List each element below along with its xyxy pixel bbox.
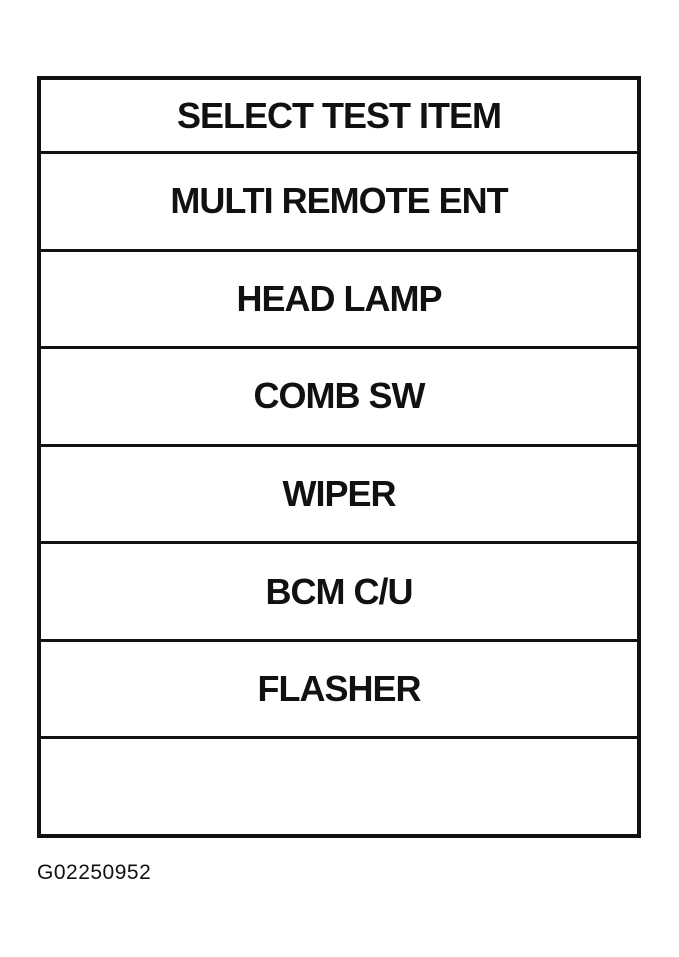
test-item-menu: SELECT TEST ITEM MULTI REMOTE ENT HEAD L… — [37, 76, 641, 838]
menu-list: MULTI REMOTE ENT HEAD LAMP COMB SW WIPER… — [41, 154, 637, 834]
menu-item-empty — [41, 739, 637, 834]
menu-item-head-lamp[interactable]: HEAD LAMP — [41, 252, 637, 350]
menu-item-multi-remote-ent[interactable]: MULTI REMOTE ENT — [41, 154, 637, 252]
menu-item-comb-sw[interactable]: COMB SW — [41, 349, 637, 447]
figure-id-label: G02250952 — [37, 861, 152, 884]
menu-item-wiper[interactable]: WIPER — [41, 447, 637, 545]
menu-item-flasher[interactable]: FLASHER — [41, 642, 637, 740]
menu-item-bcm-cu[interactable]: BCM C/U — [41, 544, 637, 642]
menu-title: SELECT TEST ITEM — [41, 80, 637, 154]
